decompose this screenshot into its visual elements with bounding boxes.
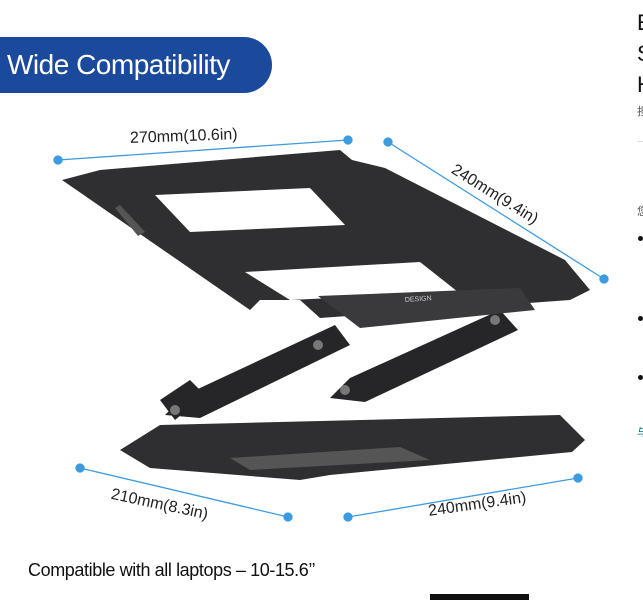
bullet-point [638,375,643,380]
stand-label: DESIGN [405,295,432,304]
stand-top [62,150,590,318]
stand-base [120,415,585,480]
laptop-stand-image: DESIGN [53,135,609,522]
product-subtitle[interactable]: 担 [637,106,643,118]
thumbnail-indicator[interactable] [430,594,529,600]
product-title-line-2[interactable]: S [637,41,643,67]
bullet-point [638,236,643,241]
section-label: 您 [637,206,643,218]
divider [637,141,643,142]
wide-compatibility-banner: Wide Compatibility [0,37,272,93]
dimension-top-width: 270mm(10.6in) [129,126,238,147]
see-more-link[interactable]: 与 [637,427,643,439]
compatibility-caption: Compatible with all laptops – 10-15.6’’ [28,560,316,580]
bullet-point [638,316,643,321]
product-title-line-3[interactable]: H [637,72,643,98]
product-title-line-1[interactable]: E [637,10,643,36]
dimension-lines [53,135,609,522]
